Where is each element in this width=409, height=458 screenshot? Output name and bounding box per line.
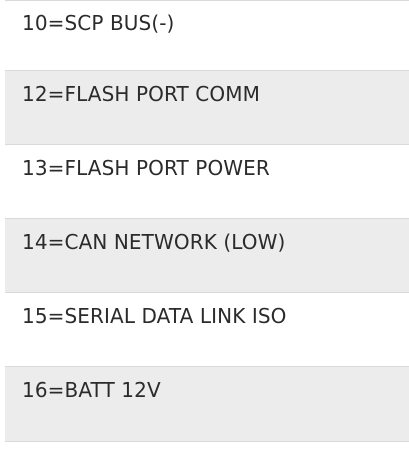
table-row: 10=SCP BUS(-) (5, 1, 409, 71)
row-label: 13=FLASH PORT POWER (22, 156, 270, 180)
row-label: 12=FLASH PORT COMM (22, 82, 260, 106)
table-row: 14=CAN NETWORK (LOW) (5, 219, 409, 293)
row-label: 14=CAN NETWORK (LOW) (22, 230, 286, 254)
row-label: 15=SERIAL DATA LINK ISO (22, 304, 287, 328)
row-label: 16=BATT 12V (22, 378, 161, 402)
table-row: 12=FLASH PORT COMM (5, 71, 409, 145)
table-row: 15=SERIAL DATA LINK ISO (5, 293, 409, 367)
pin-assignment-table: 10=SCP BUS(-) 12=FLASH PORT COMM 13=FLAS… (5, 0, 409, 442)
table-row: 13=FLASH PORT POWER (5, 145, 409, 219)
row-label: 10=SCP BUS(-) (22, 11, 175, 35)
table-row: 16=BATT 12V (5, 367, 409, 442)
